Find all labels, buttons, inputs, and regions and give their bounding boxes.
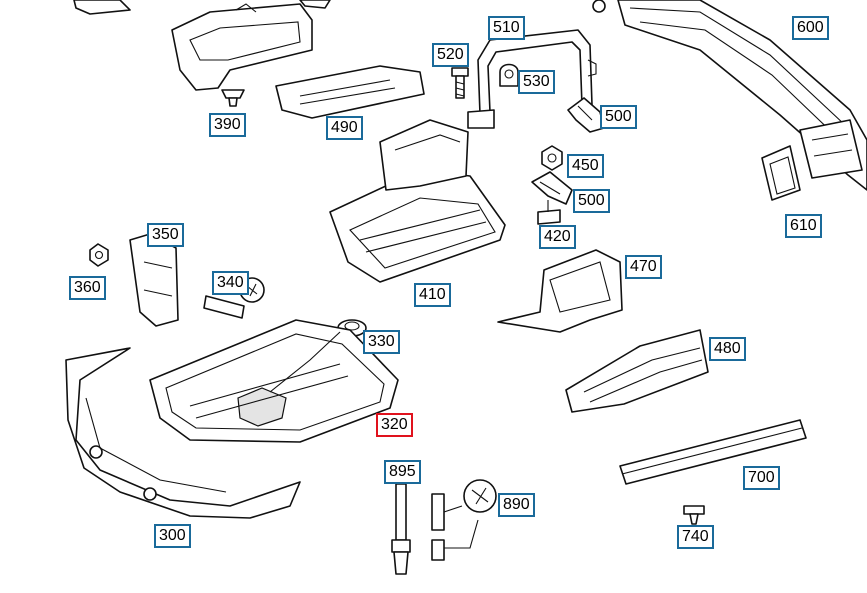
callout-390[interactable]: 390	[209, 113, 246, 137]
part-500-clip-upper	[567, 97, 605, 133]
callout-420[interactable]: 420	[539, 225, 576, 249]
callout-340[interactable]: 340	[212, 271, 249, 295]
part-510-bracket	[467, 29, 597, 129]
callout-360[interactable]: 360	[69, 276, 106, 300]
part-530-clip	[499, 63, 519, 87]
callout-330[interactable]: 330	[363, 330, 400, 354]
part-trim-panel-upper	[171, 3, 313, 91]
part-700-rail	[619, 419, 807, 485]
callout-350[interactable]: 350	[147, 223, 184, 247]
callout-450[interactable]: 450	[567, 154, 604, 178]
part-520-bolt	[451, 67, 469, 99]
part-340-strut	[203, 277, 265, 319]
callout-320-selected[interactable]: 320	[376, 413, 413, 437]
part-490-cover	[275, 65, 425, 119]
callout-500-upper[interactable]: 500	[600, 105, 637, 129]
part-420-clip	[537, 200, 561, 225]
part-320-well	[149, 319, 399, 443]
part-480-tray	[565, 329, 709, 413]
part-350-bracket	[129, 233, 179, 327]
part-fragment-top-left	[73, 0, 131, 15]
part-450-nut	[541, 145, 563, 171]
part-bracket-top	[299, 0, 331, 9]
part-390-pin	[221, 89, 245, 107]
part-300-rear-panel	[65, 347, 301, 519]
callout-530[interactable]: 530	[518, 70, 555, 94]
callout-600[interactable]: 600	[792, 16, 829, 40]
callout-610[interactable]: 610	[785, 214, 822, 238]
callout-300[interactable]: 300	[154, 524, 191, 548]
part-500-clip-lower	[531, 171, 573, 205]
callout-480[interactable]: 480	[709, 337, 746, 361]
part-610-plate	[761, 145, 801, 201]
part-410-box	[329, 119, 506, 283]
part-895-bolt	[391, 483, 411, 575]
callout-740[interactable]: 740	[677, 525, 714, 549]
callout-700[interactable]: 700	[743, 466, 780, 490]
part-470-bracket	[497, 249, 623, 333]
callout-895[interactable]: 895	[384, 460, 421, 484]
callout-470[interactable]: 470	[625, 255, 662, 279]
part-360-nut	[89, 243, 109, 267]
callout-890[interactable]: 890	[498, 493, 535, 517]
callout-500-lower[interactable]: 500	[573, 189, 610, 213]
part-600-beam	[592, 0, 867, 191]
callout-490[interactable]: 490	[326, 116, 363, 140]
callout-410[interactable]: 410	[414, 283, 451, 307]
callout-510[interactable]: 510	[488, 16, 525, 40]
callout-520[interactable]: 520	[432, 43, 469, 67]
part-740-screw	[683, 505, 705, 525]
part-890-bolts	[431, 479, 497, 561]
